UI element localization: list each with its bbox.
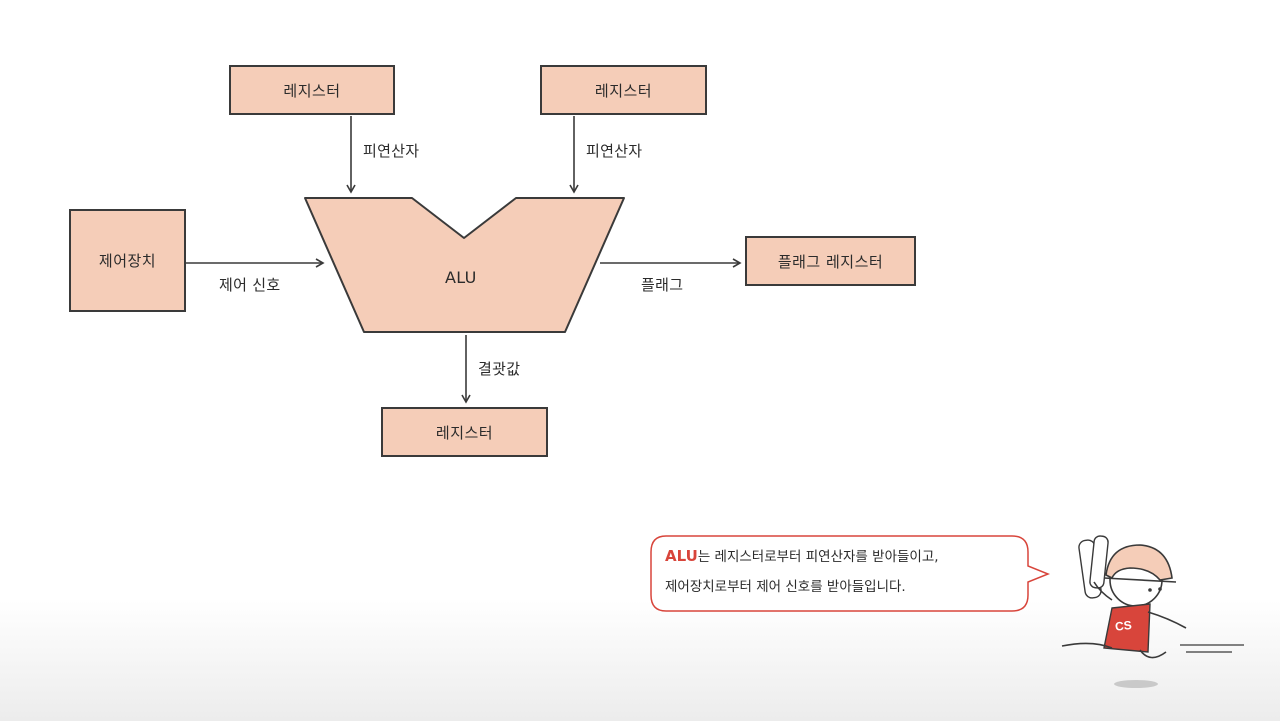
bottom-fade (0, 600, 1280, 721)
hard-hat (1105, 544, 1173, 581)
mascot-shadow (1114, 680, 1158, 688)
flag-register-box: 플래그 레지스터 (745, 236, 916, 286)
mascot-shirt-text: CS (1114, 618, 1132, 634)
register-bottom-label: 레지스터 (435, 423, 494, 442)
register-bottom: 레지스터 (381, 407, 548, 457)
speech-bubble (650, 535, 1051, 612)
register-top-left: 레지스터 (229, 65, 395, 115)
operand-right-label: 피연산자 (586, 142, 643, 160)
caption-line-1: ALU는 레지스터로부터 피연산자를 받아들이고, (665, 541, 1014, 572)
caption-highlight: ALU (665, 547, 698, 565)
register-top-right: 레지스터 (540, 65, 707, 115)
control-unit-label: 제어장치 (98, 252, 157, 270)
alu-shape (304, 197, 625, 333)
flag-register-label: 플래그 레지스터 (777, 252, 884, 271)
operand-left-label: 피연산자 (363, 142, 420, 160)
caption-line-1-rest: 는 레지스터로부터 피연산자를 받아들이고, (697, 549, 939, 565)
alu-label: ALU (445, 268, 477, 287)
caption-line-2: 제어장치로부터 제어 신호를 받아들입니다. (665, 579, 906, 595)
result-label: 결괏값 (478, 360, 521, 378)
mascot-character: CS (1061, 535, 1244, 688)
caption-text: ALU는 레지스터로부터 피연산자를 받아들이고, 제어장치로부터 제어 신호를… (651, 535, 1028, 611)
register-top-left-label: 레지스터 (283, 81, 341, 100)
flag-label: 플래그 (641, 276, 684, 294)
control-signal-label: 제어 신호 (219, 276, 281, 294)
register-top-right-label: 레지스터 (594, 81, 653, 100)
control-unit-box: 제어장치 (69, 209, 186, 312)
mascot-shirt (1103, 603, 1151, 653)
